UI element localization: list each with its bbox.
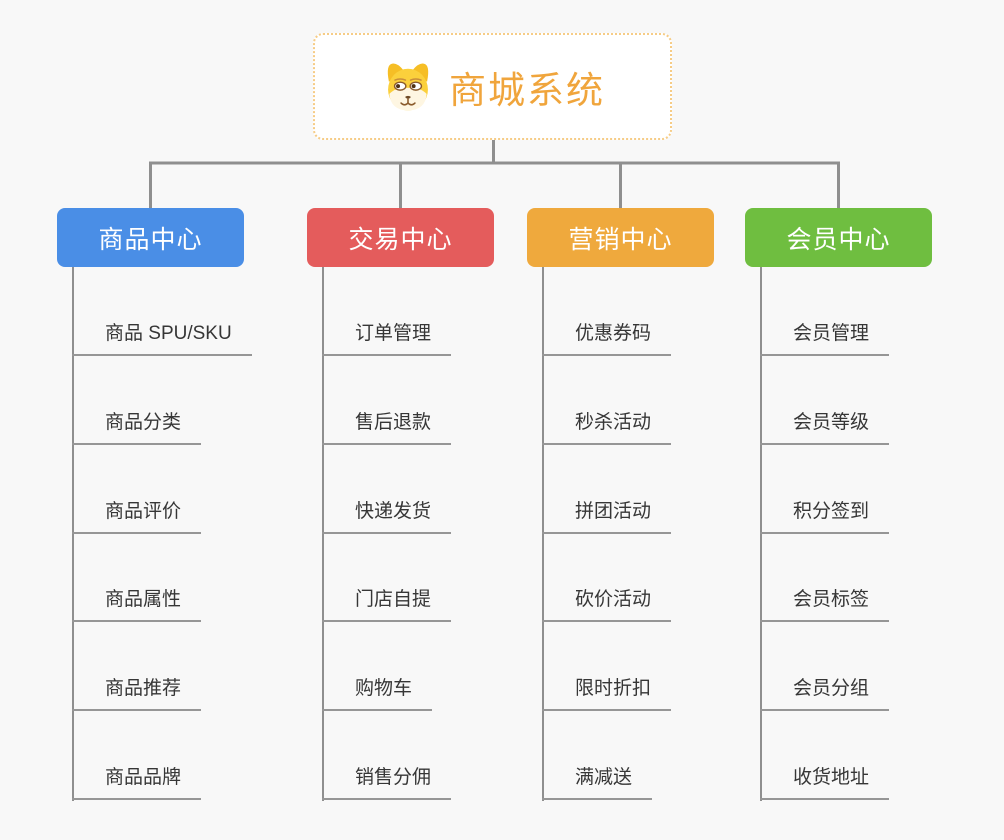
child-node[interactable]: 销售分佣 bbox=[322, 765, 452, 800]
child-node[interactable]: 门店自提 bbox=[322, 587, 452, 623]
child-node[interactable]: 商品评价 bbox=[72, 499, 202, 534]
child-node[interactable]: 拼团活动 bbox=[542, 499, 672, 534]
child-node[interactable]: 商品推荐 bbox=[72, 676, 202, 712]
root-node-mall-system[interactable]: 商城系统 bbox=[313, 33, 672, 140]
child-node[interactable]: 积分签到 bbox=[760, 499, 890, 534]
child-node[interactable]: 商品品牌 bbox=[72, 765, 202, 800]
child-node[interactable]: 商品属性 bbox=[72, 587, 202, 623]
child-node[interactable]: 会员管理 bbox=[760, 321, 890, 356]
child-node[interactable]: 会员等级 bbox=[760, 410, 890, 445]
branch-node-0[interactable]: 商品中心 bbox=[57, 208, 244, 267]
child-node[interactable]: 购物车 bbox=[322, 676, 433, 712]
child-node[interactable]: 会员分组 bbox=[760, 676, 890, 712]
branch-node-label: 会员中心 bbox=[786, 225, 891, 254]
branch-node-3[interactable]: 会员中心 bbox=[745, 208, 932, 267]
child-node[interactable]: 收货地址 bbox=[760, 765, 890, 800]
branch-node-label: 交易中心 bbox=[348, 225, 453, 254]
child-node[interactable]: 秒杀活动 bbox=[542, 410, 672, 445]
child-node[interactable]: 砍价活动 bbox=[542, 587, 672, 623]
child-node[interactable]: 限时折扣 bbox=[542, 676, 672, 712]
root-node-label: 商城系统 bbox=[449, 69, 605, 111]
child-node[interactable]: 商品分类 bbox=[72, 410, 202, 445]
dog-face-icon bbox=[387, 63, 429, 110]
child-node[interactable]: 满减送 bbox=[542, 765, 653, 800]
branch-node-1[interactable]: 交易中心 bbox=[307, 208, 494, 267]
child-node[interactable]: 商品 SPU/SKU bbox=[72, 321, 252, 356]
child-node[interactable]: 会员标签 bbox=[760, 587, 890, 623]
child-node[interactable]: 优惠券码 bbox=[542, 321, 672, 356]
branch-node-2[interactable]: 营销中心 bbox=[527, 208, 714, 267]
branch-node-label: 商品中心 bbox=[98, 225, 203, 254]
child-node[interactable]: 订单管理 bbox=[322, 321, 452, 356]
branch-node-label: 营销中心 bbox=[568, 225, 673, 254]
child-node[interactable]: 售后退款 bbox=[322, 410, 452, 445]
child-node[interactable]: 快递发货 bbox=[322, 499, 452, 534]
